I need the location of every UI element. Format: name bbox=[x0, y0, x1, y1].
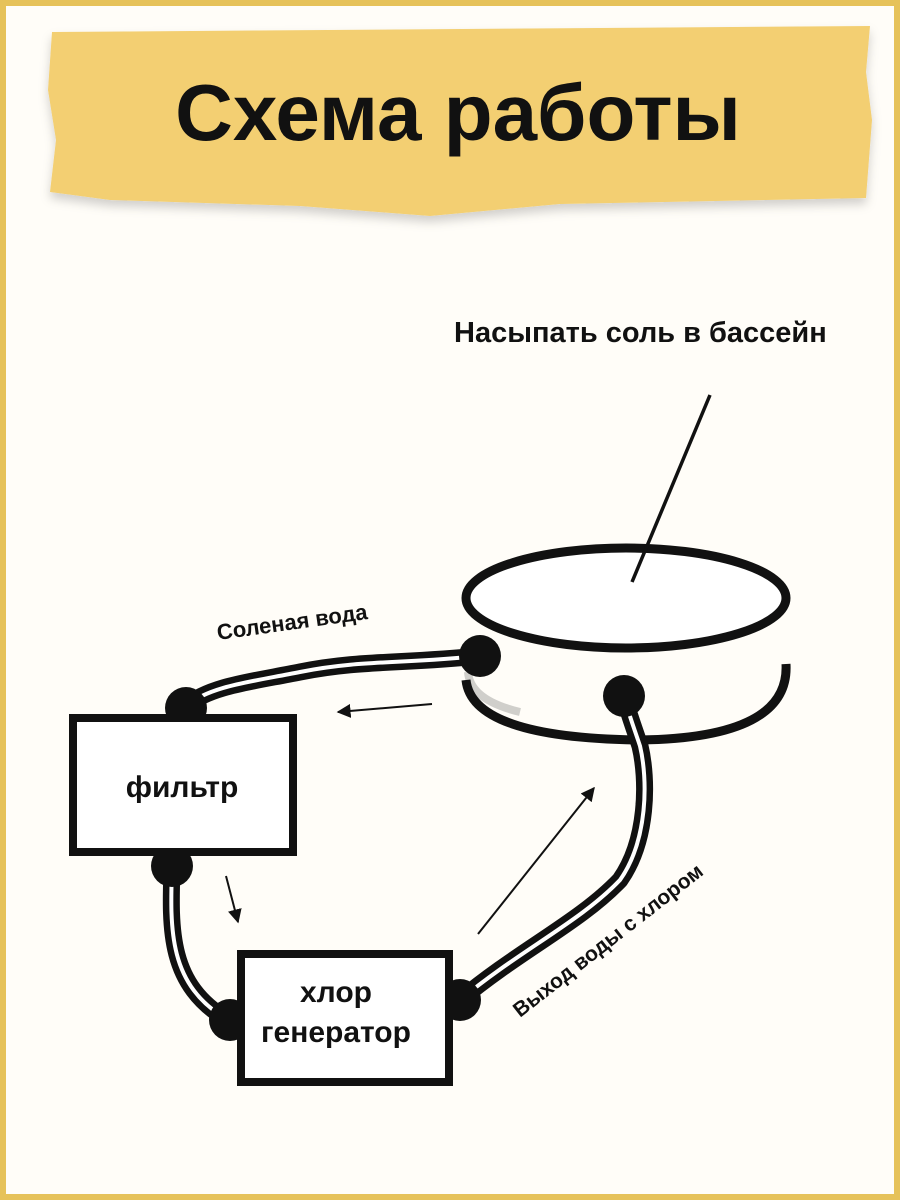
page-title: Схема работы bbox=[175, 68, 741, 157]
generator-label-line1: хлор bbox=[300, 976, 372, 1009]
pool-side-shadow bbox=[464, 671, 521, 716]
salt-instruction-label: Насыпать соль в бассейн bbox=[454, 317, 827, 349]
pipes bbox=[162, 647, 654, 1029]
salt-pointer-line bbox=[630, 394, 712, 583]
pipe-chlorinated-return bbox=[458, 694, 647, 1002]
connector-pool-outlet bbox=[459, 635, 501, 677]
pipe-filter-to-generator bbox=[169, 864, 230, 1022]
pool bbox=[461, 543, 791, 745]
pipe-salt-water bbox=[184, 654, 482, 708]
flow-arrow-pool-to-filter bbox=[336, 703, 433, 718]
generator-label-line2: генератор bbox=[261, 1016, 411, 1049]
salt-water-label: Соленая вода bbox=[215, 599, 370, 645]
filter-box bbox=[69, 714, 297, 856]
title-banner: Схема работы bbox=[48, 26, 872, 216]
flow-arrow-generator-to-pool bbox=[477, 786, 595, 935]
banner-shape bbox=[48, 26, 872, 216]
filter-label: фильтр bbox=[126, 771, 239, 804]
connector-pool-inlet bbox=[603, 675, 645, 717]
flow-arrow-filter-to-generator bbox=[225, 875, 242, 924]
pool-top-rim bbox=[461, 543, 791, 653]
chlorine-generator-box bbox=[237, 950, 453, 1086]
